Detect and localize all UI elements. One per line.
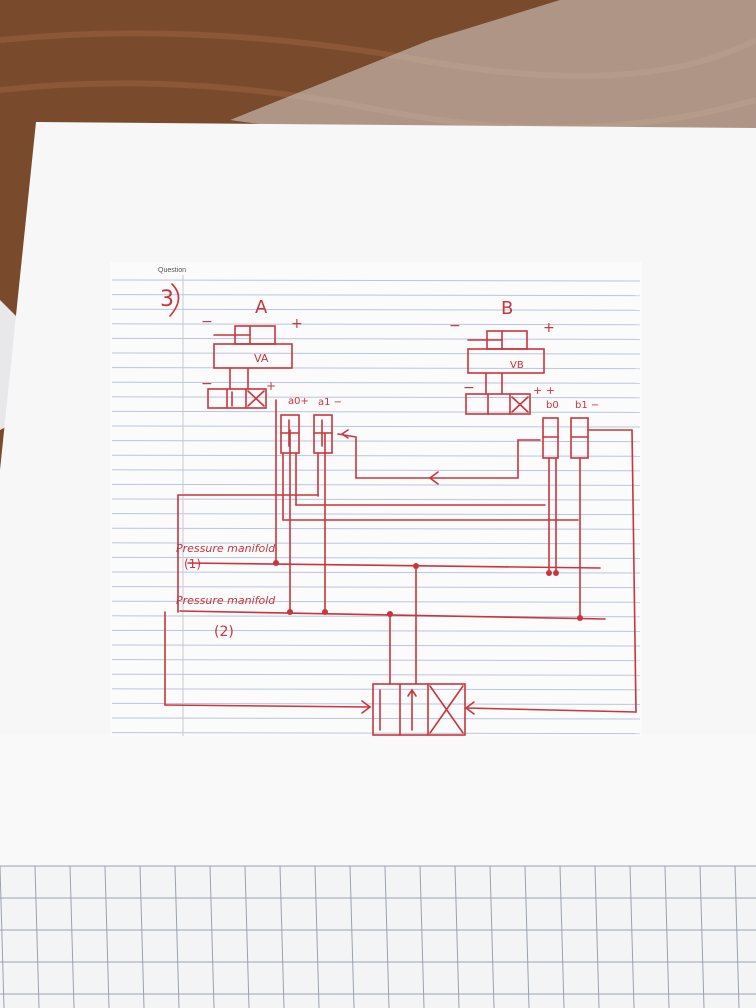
valve-b-label: VB <box>510 360 524 371</box>
cylinder-a-plus: + <box>291 316 303 332</box>
limit-valves-a: a0+ a1 − <box>280 396 342 454</box>
cylinder-b-plus: + <box>543 320 555 336</box>
pneumatic-circuit-diagram: 3 A − + VA − + B − + <box>160 283 637 736</box>
limit-b0-label: b0 <box>546 400 559 411</box>
limit-a1-label: a1 − <box>318 397 342 408</box>
question-header-label: Question <box>158 267 186 274</box>
lined-worksheet: Question <box>110 262 642 736</box>
cylinder-a-label: A <box>255 297 268 318</box>
manifold-2-number: (2) <box>214 624 234 640</box>
cylinder-a: A − + VA − + <box>201 297 303 409</box>
question-number: 3 <box>160 287 174 312</box>
valve-a-label: VA <box>254 352 269 365</box>
manifold-1-number: (1) <box>184 557 201 571</box>
cylinder-a-minus: − <box>201 314 213 330</box>
valve-b-plus: + + <box>533 384 555 397</box>
main-valve <box>164 565 466 736</box>
limit-a0-label: a0+ <box>288 396 309 407</box>
grid-paper <box>0 865 756 1008</box>
valve-a-plus: + <box>266 379 276 393</box>
manifold-2-label: Pressure manifold <box>176 594 276 607</box>
cylinder-b: B − + VB − + + <box>449 298 555 415</box>
manifold-1-label: Pressure manifold <box>176 542 276 555</box>
plastic-sleeve <box>230 0 756 160</box>
limit-b1-label: b1 − <box>575 400 599 411</box>
cylinder-b-minus: − <box>449 318 461 334</box>
valve-a-minus: − <box>201 376 213 392</box>
cylinder-b-label: B <box>501 298 513 319</box>
valve-b-minus: − <box>463 380 475 396</box>
